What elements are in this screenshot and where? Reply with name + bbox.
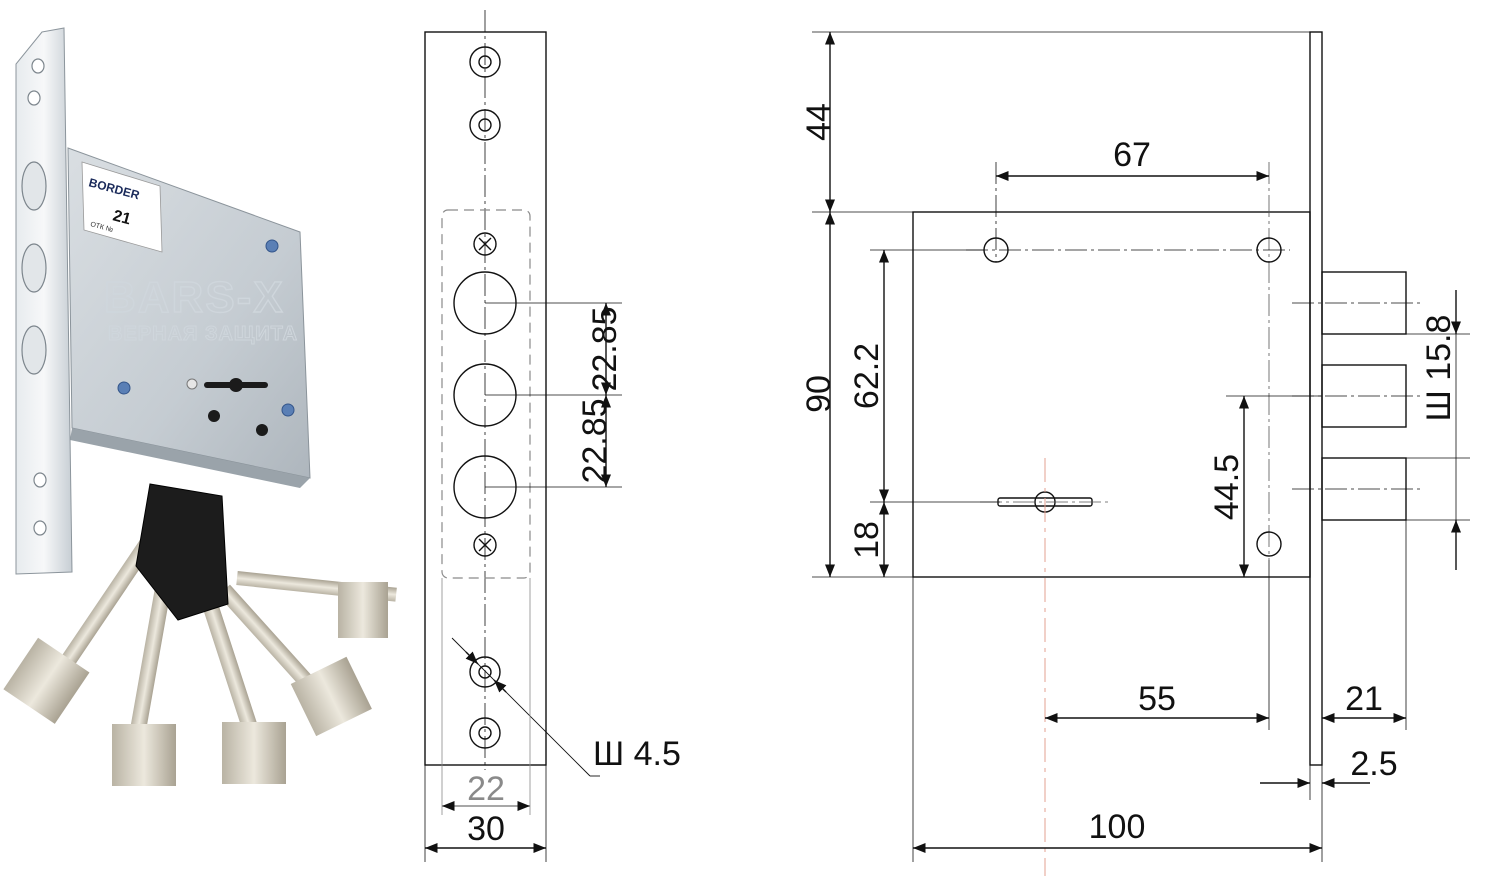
key-icon	[236, 571, 397, 638]
faceplate-hole-icon	[21, 58, 47, 536]
faceplate-outline	[424, 31, 547, 766]
dim-faceplate-thickness: 2.5	[1350, 745, 1397, 783]
dim-faceplate-width: 30	[467, 810, 505, 848]
dim-bolt-diameter: Ш 15.8	[1420, 315, 1458, 422]
product-label: BORDER 21 ОТК №	[81, 161, 163, 253]
watermark-sub: ВЕРНАЯ ЗАЩИТА	[108, 323, 298, 345]
key-icon	[112, 558, 176, 786]
hidden-body-outline	[441, 209, 531, 579]
dim-mount-hole-spacing: 67	[1113, 136, 1151, 174]
keyhole-icon	[186, 378, 268, 436]
lock-body-outline	[912, 211, 1311, 578]
side-view	[812, 31, 1470, 876]
lock-photo: BORDER 21 ОТК № BARS-X ВЕРНАЯ ЗАЩИТА	[3, 27, 397, 786]
dim-key-to-bottom: 18	[848, 521, 886, 559]
side-view-labels: 44 67 90 62.2 18 44.5 Ш 15.8 55 21 2.5 1…	[800, 103, 1458, 846]
cross-screw-icon	[473, 232, 497, 557]
dim-screw-hole: Ш 4.5	[593, 735, 681, 773]
dim-bolt-pitch-2: 22.85	[576, 398, 614, 483]
dim-mount-to-key: 62.2	[848, 343, 886, 409]
front-view-labels: 22.85 22.85 Ш 4.5 22 30	[467, 306, 681, 848]
dim-inner-width: 22	[467, 770, 505, 808]
watermark-main: BARS-X	[104, 273, 285, 322]
dim-body-height: 90	[800, 375, 838, 413]
side-faceplate-outline	[1309, 31, 1323, 766]
screw-icon	[117, 239, 295, 417]
dim-top-offset: 44	[800, 103, 838, 141]
dim-bolt-to-hole: 44.5	[1208, 454, 1246, 520]
dim-backset: 55	[1138, 680, 1176, 718]
dim-bolt-pitch-1: 22.85	[586, 306, 624, 391]
key-icon	[196, 583, 286, 784]
watermark: BARS-X ВЕРНАЯ ЗАЩИТА	[103, 272, 298, 345]
key-icon	[218, 584, 372, 737]
keys-icon	[3, 483, 397, 786]
screw-hole-icon	[469, 46, 501, 749]
dim-bolt-throw: 21	[1345, 680, 1383, 718]
label-model: 21	[111, 207, 133, 228]
dim-body-depth: 100	[1089, 808, 1146, 846]
front-view	[424, 10, 622, 862]
